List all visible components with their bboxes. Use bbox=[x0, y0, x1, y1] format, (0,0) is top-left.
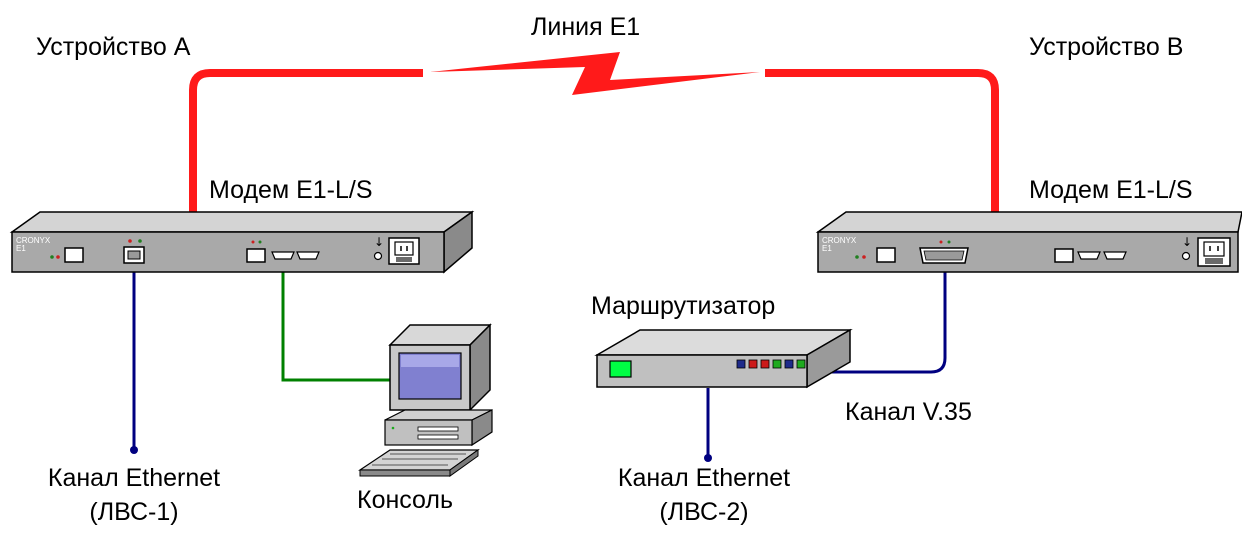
modem-a-label: Модем E1-L/S bbox=[209, 176, 373, 204]
modem-model: E1 bbox=[822, 244, 832, 253]
port-led bbox=[796, 359, 806, 369]
power-switch-icon bbox=[373, 251, 383, 261]
power-arrow-icon: ↓ bbox=[374, 235, 384, 249]
modem-brand: CRONYX bbox=[822, 236, 857, 245]
power-switch-icon bbox=[1181, 251, 1191, 261]
port-led bbox=[736, 359, 746, 369]
power-socket-icon bbox=[388, 237, 420, 265]
led-icon bbox=[947, 240, 951, 244]
computer-icon bbox=[358, 323, 493, 477]
modem-model: E1 bbox=[16, 244, 26, 253]
db9-port-icon bbox=[1103, 251, 1127, 260]
modem-b-label: Модем E1-L/S bbox=[1029, 176, 1193, 204]
console-label: Консоль bbox=[357, 486, 454, 514]
db9-port-icon bbox=[296, 251, 320, 260]
modem-brand: CRONYX bbox=[16, 236, 51, 245]
ethernet-cable-lan2 bbox=[704, 388, 712, 462]
e1-line bbox=[189, 69, 999, 212]
port-led bbox=[760, 359, 770, 369]
led-icon bbox=[128, 239, 132, 243]
device-a-label: Устройство A bbox=[36, 33, 191, 61]
port-led bbox=[772, 359, 782, 369]
led-icon bbox=[251, 240, 255, 244]
v35-cable bbox=[806, 272, 947, 374]
router-screen bbox=[609, 360, 632, 378]
ethernet-2-label: Канал Ethernet bbox=[617, 464, 791, 492]
ethernet-port-icon bbox=[876, 247, 896, 263]
router-icon bbox=[594, 328, 853, 389]
led-icon bbox=[138, 239, 142, 243]
ethernet-port-icon bbox=[1054, 248, 1074, 263]
ethernet-1-label: Канал Ethernet bbox=[47, 464, 221, 492]
e1-line-label: Линия E1 bbox=[531, 13, 641, 41]
led-icon bbox=[50, 255, 54, 259]
modem-a: CRONYX E1 ↓ bbox=[9, 210, 475, 274]
v35-channel-label: Канал V.35 bbox=[845, 398, 972, 426]
port-led bbox=[784, 359, 794, 369]
ethernet-port-icon bbox=[246, 248, 266, 263]
modem-b: CRONYX E1 ↓ bbox=[815, 211, 1242, 273]
db9-port-icon bbox=[1077, 251, 1101, 260]
db9-port-icon bbox=[271, 251, 295, 260]
led-icon bbox=[258, 240, 262, 244]
port-led bbox=[748, 359, 758, 369]
led-icon bbox=[855, 255, 859, 259]
power-socket-icon bbox=[1197, 237, 1231, 267]
console-cable bbox=[281, 272, 395, 382]
led-icon bbox=[862, 255, 866, 259]
lightning-bolt-icon bbox=[430, 52, 760, 95]
ethernet-port-icon bbox=[64, 247, 84, 263]
ethernet-cable-lan1 bbox=[130, 272, 138, 454]
lan-1-label: (ЛВС-1) bbox=[89, 498, 179, 526]
v35-port-icon bbox=[919, 247, 969, 264]
led-icon bbox=[56, 255, 60, 259]
router-label: Маршрутизатор bbox=[591, 292, 776, 320]
lan-2-label: (ЛВС-2) bbox=[659, 498, 749, 526]
led-icon bbox=[939, 240, 943, 244]
power-arrow-icon: ↓ bbox=[1182, 235, 1192, 249]
device-b-label: Устройство B bbox=[1029, 33, 1184, 61]
